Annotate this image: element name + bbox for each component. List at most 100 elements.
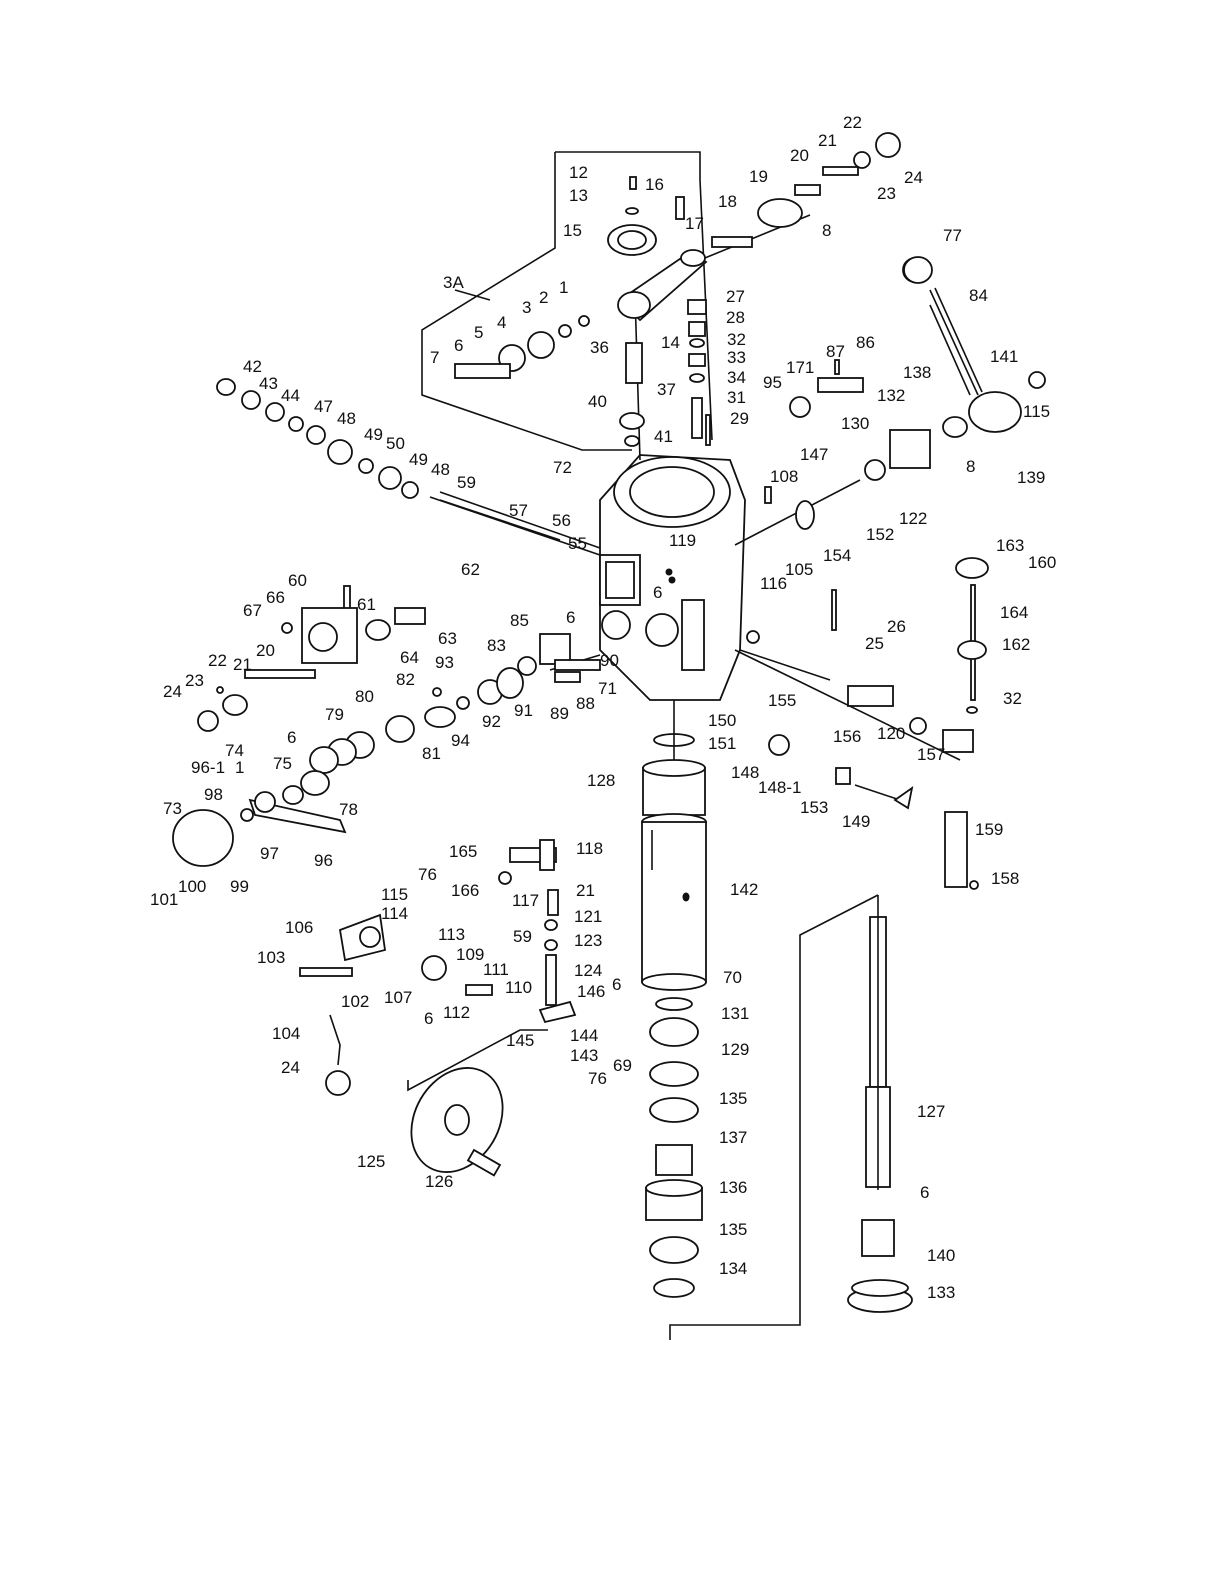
part-label-129: 129 bbox=[721, 1040, 749, 1059]
part-label-109: 109 bbox=[456, 945, 484, 964]
part-label-88: 88 bbox=[576, 694, 595, 713]
part-label-62: 62 bbox=[461, 560, 480, 579]
part-label-14: 14 bbox=[661, 333, 680, 352]
part-label-26: 26 bbox=[887, 617, 906, 636]
part-label-64: 64 bbox=[400, 648, 419, 667]
part-label-86: 86 bbox=[856, 333, 875, 352]
part-label-93: 93 bbox=[435, 653, 454, 672]
part-label-114: 114 bbox=[381, 904, 408, 923]
part-label-154: 154 bbox=[823, 546, 851, 565]
part-label-22-1: 22 bbox=[843, 113, 862, 132]
part-label-32-2: 32 bbox=[1003, 689, 1022, 708]
spindle bbox=[669, 894, 913, 1340]
part-label-115-1: 115 bbox=[381, 885, 408, 904]
part-label-8-2: 8 bbox=[966, 457, 975, 476]
part-label-101: 101 bbox=[150, 890, 178, 909]
part-label-36: 36 bbox=[590, 338, 609, 357]
part-label-50: 50 bbox=[386, 434, 405, 453]
part-label-20-2: 20 bbox=[256, 641, 275, 660]
part-label-128: 128 bbox=[587, 771, 615, 790]
part-label-57: 57 bbox=[509, 501, 528, 520]
part-label-89: 89 bbox=[550, 704, 569, 723]
part-label-132: 132 bbox=[877, 386, 905, 405]
part-label-42: 42 bbox=[243, 357, 262, 376]
part-label-111: 111 bbox=[483, 960, 509, 979]
part-label-49-1: 49 bbox=[364, 425, 383, 444]
part-label-79: 79 bbox=[325, 705, 344, 724]
part-label-7: 7 bbox=[430, 348, 439, 367]
part-label-71: 71 bbox=[598, 679, 617, 698]
part-label-153: 153 bbox=[800, 798, 828, 817]
part-label-56: 56 bbox=[552, 511, 571, 530]
part-label-23-1: 23 bbox=[877, 184, 896, 203]
part-labels: 3A 1123456666666788121314151617181920202… bbox=[150, 113, 1056, 1302]
head-casting bbox=[599, 454, 746, 701]
group-label-3a: 3A bbox=[443, 273, 464, 292]
part-label-92: 92 bbox=[482, 712, 501, 731]
part-label-16: 16 bbox=[645, 175, 664, 194]
part-label-48-1: 48 bbox=[337, 409, 356, 428]
part-label-19: 19 bbox=[749, 167, 768, 186]
part-label-151: 151 bbox=[708, 734, 736, 753]
part-label-104: 104 bbox=[272, 1024, 300, 1043]
part-label-130: 130 bbox=[841, 414, 869, 433]
part-label-100: 100 bbox=[178, 877, 206, 896]
part-label-127: 127 bbox=[917, 1102, 945, 1121]
part-label-60: 60 bbox=[288, 571, 307, 590]
part-label-8-1: 8 bbox=[822, 221, 831, 240]
lower-left-parts bbox=[299, 839, 577, 1177]
part-label-96: 96 bbox=[314, 851, 333, 870]
part-label-29: 29 bbox=[730, 409, 749, 428]
part-label-12: 12 bbox=[569, 163, 588, 182]
part-label-82: 82 bbox=[396, 670, 415, 689]
part-label-163: 163 bbox=[996, 536, 1024, 555]
part-label-135-1: 135 bbox=[719, 1089, 747, 1108]
part-label-124: 124 bbox=[574, 961, 602, 980]
part-label-134: 134 bbox=[719, 1259, 747, 1278]
part-label-95: 95 bbox=[763, 373, 782, 392]
part-label-61: 61 bbox=[357, 595, 376, 614]
part-label-34: 34 bbox=[727, 368, 746, 387]
part-label-105: 105 bbox=[785, 560, 813, 579]
part-label-1-2: 1 bbox=[235, 758, 244, 777]
part-label-107: 107 bbox=[384, 988, 412, 1007]
part-label-152: 152 bbox=[866, 525, 894, 544]
part-label-66: 66 bbox=[266, 588, 285, 607]
part-label-126: 126 bbox=[425, 1172, 453, 1191]
part-label-140: 140 bbox=[927, 1246, 955, 1265]
part-label-21-3: 21 bbox=[576, 881, 595, 900]
part-label-97: 97 bbox=[260, 844, 279, 863]
part-label-33: 33 bbox=[727, 348, 746, 367]
part-label-144: 144 bbox=[570, 1026, 598, 1045]
part-label-6-3: 6 bbox=[566, 608, 575, 627]
part-label-2: 2 bbox=[539, 288, 548, 307]
part-label-25: 25 bbox=[865, 634, 884, 653]
part-label-96-1: 96-1 bbox=[191, 758, 225, 777]
part-label-69: 69 bbox=[613, 1056, 632, 1075]
part-label-6-5: 6 bbox=[424, 1009, 433, 1028]
part-label-32-1: 32 bbox=[727, 330, 746, 349]
part-label-73: 73 bbox=[163, 799, 182, 818]
part-label-117: 117 bbox=[512, 891, 539, 910]
part-label-110: 110 bbox=[505, 978, 532, 997]
part-label-119: 119 bbox=[669, 531, 696, 550]
part-label-47: 47 bbox=[314, 397, 333, 416]
quill-group bbox=[641, 700, 707, 1298]
part-label-6-1: 6 bbox=[454, 336, 463, 355]
part-label-90: 90 bbox=[600, 651, 619, 670]
part-label-108: 108 bbox=[770, 467, 798, 486]
part-label-24-2: 24 bbox=[163, 682, 182, 701]
part-label-148-1: 148-1 bbox=[758, 778, 801, 797]
part-label-75: 75 bbox=[273, 754, 292, 773]
part-label-63: 63 bbox=[438, 629, 457, 648]
part-label-125: 125 bbox=[357, 1152, 385, 1171]
part-label-59-1: 59 bbox=[457, 473, 476, 492]
part-label-171: 171 bbox=[786, 358, 814, 377]
part-label-122: 122 bbox=[899, 509, 927, 528]
part-label-123: 123 bbox=[574, 931, 602, 950]
part-label-6-6: 6 bbox=[612, 975, 621, 994]
part-label-115-2: 115 bbox=[1023, 402, 1050, 421]
part-label-121: 121 bbox=[574, 907, 602, 926]
part-label-87: 87 bbox=[826, 342, 845, 361]
